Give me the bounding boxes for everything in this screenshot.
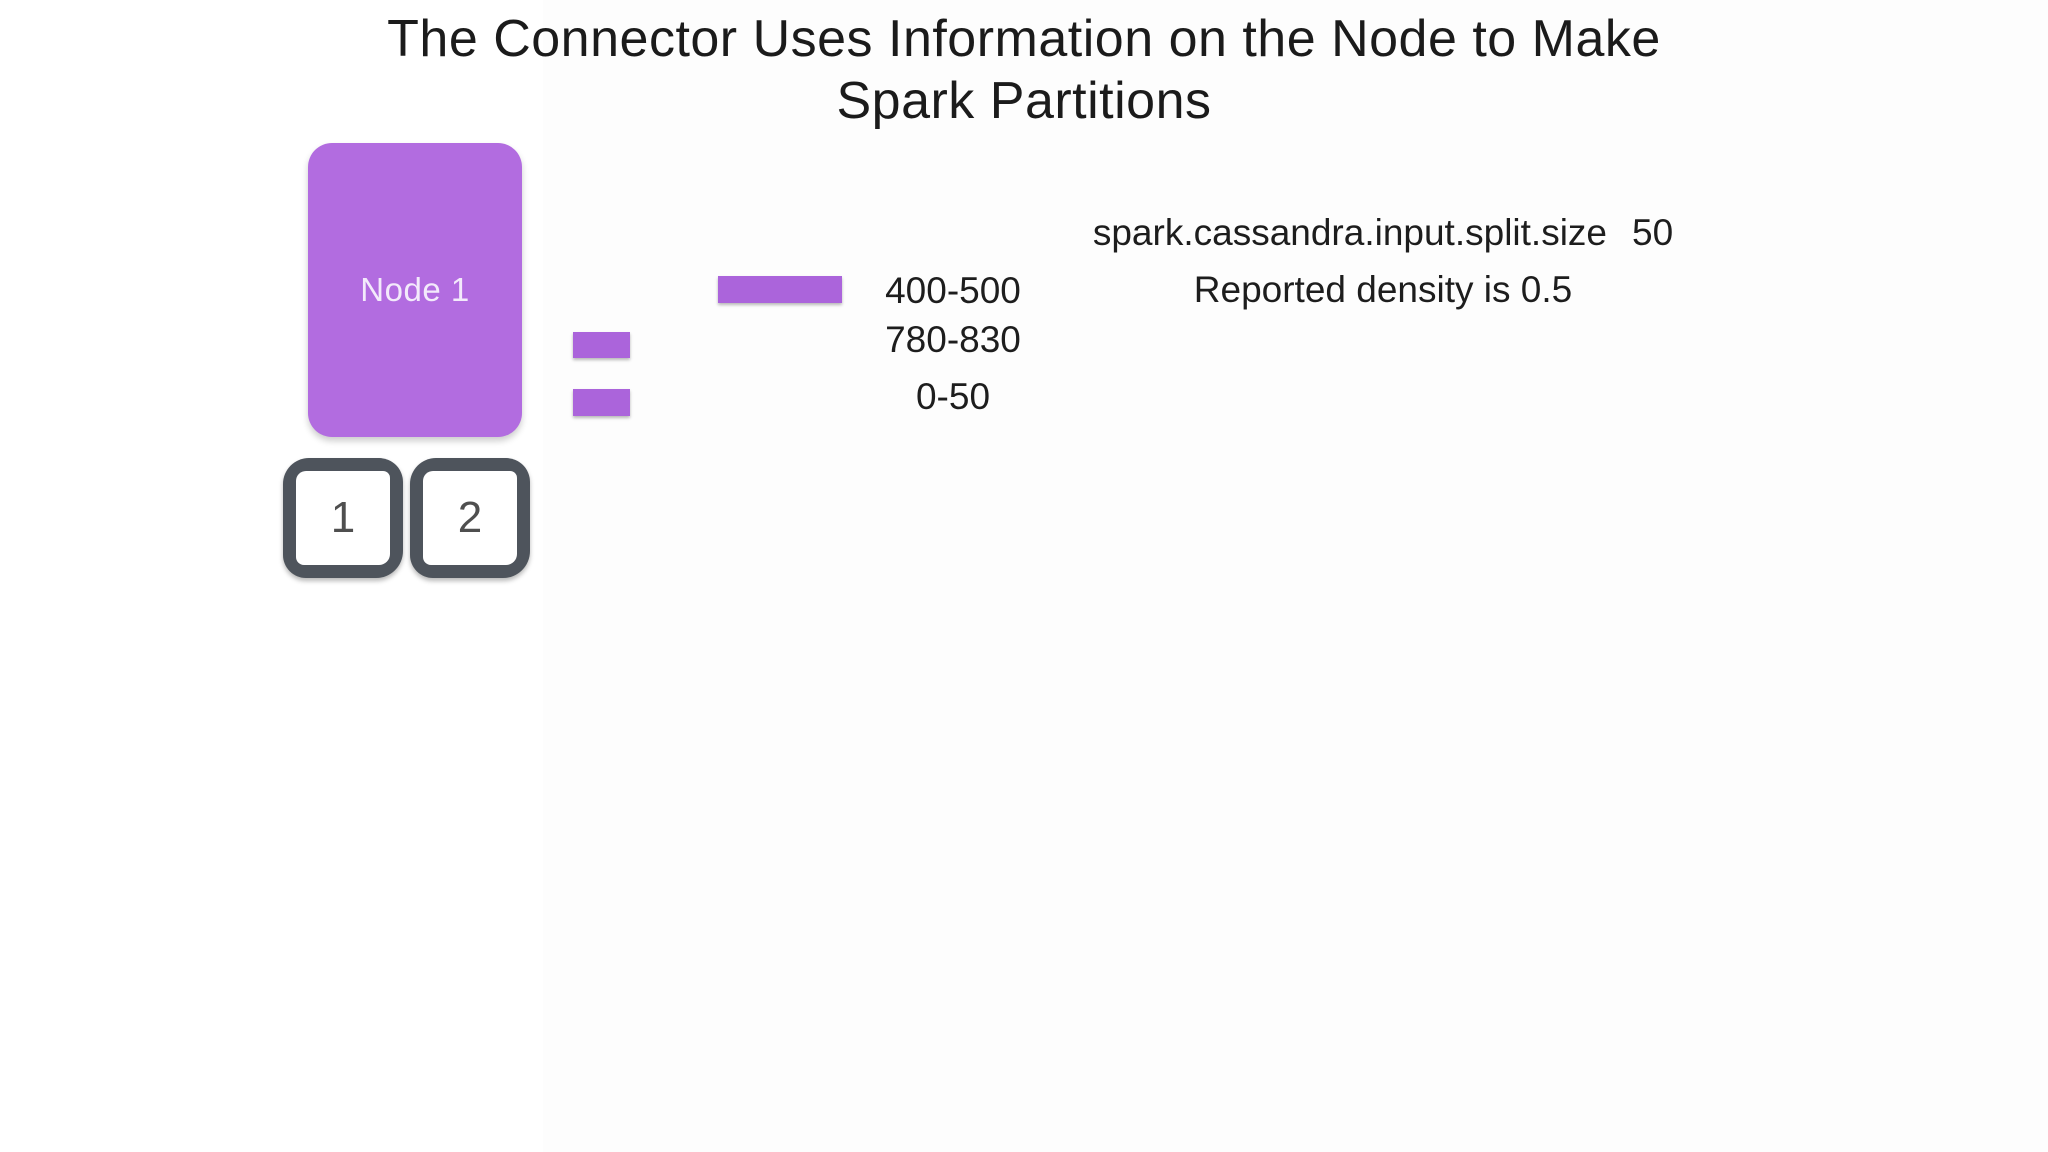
token-square-2: 2 [410, 458, 530, 578]
partition-bar-400-500 [718, 276, 842, 303]
split-size-property: spark.cassandra.input.split.size [1092, 212, 1607, 253]
slide-background [543, 0, 2048, 1152]
partition-range-label-2: 780-830 [885, 319, 1021, 360]
partition-range-label-1: 400-500 [885, 270, 1021, 311]
token-square-1-number: 1 [330, 493, 356, 542]
partition-bar-0-50 [573, 389, 630, 416]
cassandra-node-box: Node 1 [308, 143, 522, 437]
slide-title: The Connector Uses Information on the No… [0, 8, 2048, 132]
split-size-setting: spark.cassandra.input.split.size 50 [1093, 211, 1673, 255]
partition-range-label-3: 0-50 [915, 376, 991, 417]
slide-title-line2: Spark Partitions [836, 72, 1212, 130]
token-square-1: 1 [283, 458, 403, 578]
token-square-2-number: 2 [457, 493, 483, 542]
split-size-value: 50 [1632, 212, 1674, 253]
partition-bar-780-830 [573, 332, 630, 358]
slide-title-line1: The Connector Uses Information on the No… [387, 10, 1661, 68]
token-square-2-inner: 2 [423, 471, 517, 565]
node-label: Node 1 [360, 271, 470, 308]
token-square-1-inner: 1 [296, 471, 390, 565]
density-note: Reported density is 0.5 [1193, 269, 1573, 310]
